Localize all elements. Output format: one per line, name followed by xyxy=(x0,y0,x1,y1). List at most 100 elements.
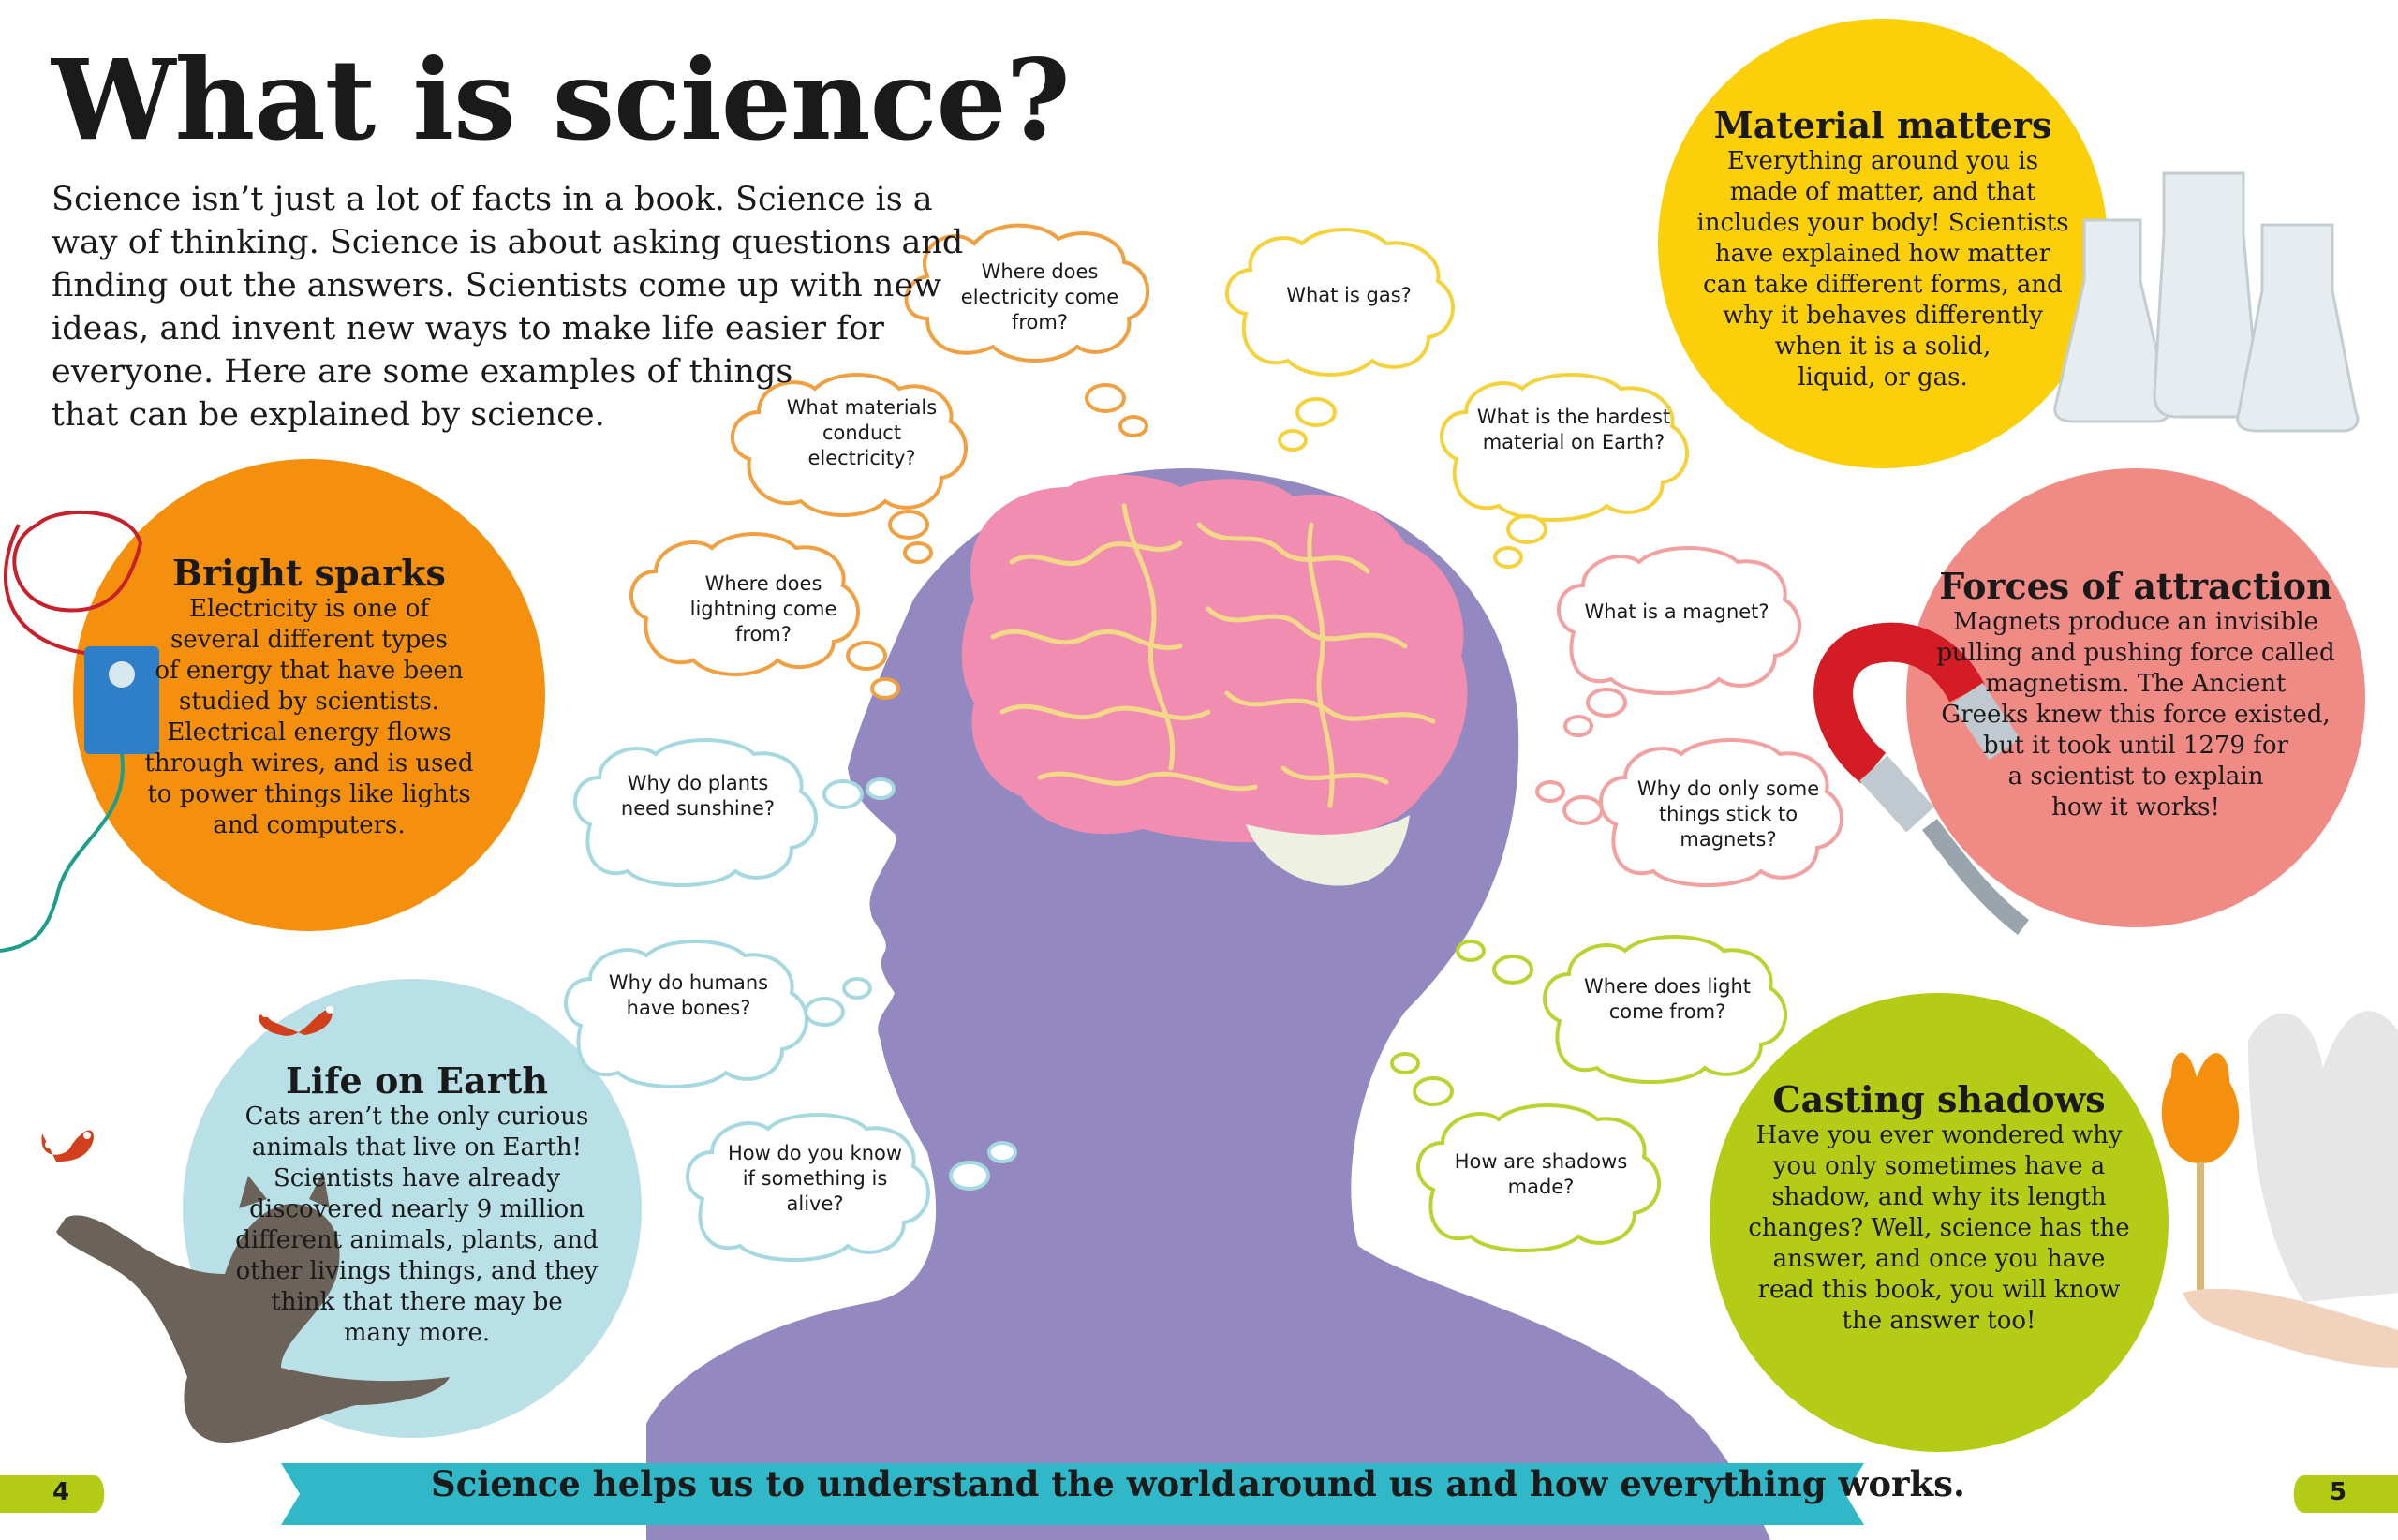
question-line: magnets? xyxy=(1680,828,1777,851)
horseshoe-magnet-icon xyxy=(1813,622,2030,935)
intro-line: Science isn’t just a lot of facts in a b… xyxy=(52,181,933,218)
footer-banner-left: Science helps us to understand the world xyxy=(431,1463,1236,1504)
question-line: things stick to xyxy=(1658,803,1798,825)
question-bubble: What is the hardest material on Earth? xyxy=(1443,405,1705,455)
question-line: have bones? xyxy=(626,997,751,1019)
question-bubble: What materials conduct electricity? xyxy=(749,395,974,471)
forces-of-attraction-title: Forces of attraction xyxy=(1939,565,2332,607)
body-line: several different types xyxy=(170,626,448,654)
question-line: Why do humans xyxy=(608,971,769,994)
body-line: Electrical energy flows xyxy=(167,718,451,747)
brain-illustration xyxy=(961,474,1468,886)
question-line: How do you know xyxy=(727,1142,903,1164)
body-line: other livings things, and they xyxy=(235,1257,599,1285)
intro-line: everyone. Here are some examples of thin… xyxy=(52,353,793,391)
casting-shadows-text: Casting shadows Have you ever wondered w… xyxy=(1742,1079,2136,1337)
body-line: to power things like lights xyxy=(147,780,471,808)
page-tab-right-shape xyxy=(2293,1475,2398,1513)
body-line: Greeks knew this force existed, xyxy=(1941,701,2331,729)
footer-banner-shape xyxy=(281,1463,1864,1525)
footer-banner-right: around us and how everything works. xyxy=(1238,1463,1965,1504)
question-line: What is a magnet? xyxy=(1584,600,1769,623)
body-line: Have you ever wondered why xyxy=(1755,1121,2123,1149)
question-line: What is the hardest xyxy=(1476,406,1671,428)
question-line: What is gas? xyxy=(1286,284,1412,306)
body-line: made of matter, and that xyxy=(1729,178,2036,206)
circuit-kit-icon xyxy=(0,510,159,953)
forces-of-attraction-text: Forces of attraction Magnets produce an … xyxy=(1930,566,2342,823)
body-line: Everything around you is xyxy=(1726,147,2039,175)
body-line: have explained how matter xyxy=(1714,240,2051,268)
material-matters-text: Material matters Everything around you i… xyxy=(1695,105,2070,393)
question-line: if something is xyxy=(742,1167,888,1190)
question-line: alive? xyxy=(786,1192,844,1215)
body-line: studied by scientists. xyxy=(179,688,439,716)
body-line: animals that live on Earth! xyxy=(251,1133,583,1162)
forces-of-attraction-body: Magnets produce an invisible pulling and… xyxy=(1930,607,2342,823)
question-bubble: How do you know if something is alive? xyxy=(698,1141,932,1217)
body-line: a scientist to explain xyxy=(2007,763,2264,791)
head-silhouette xyxy=(646,468,1770,1540)
question-bubble: Where does lightning come from? xyxy=(637,571,890,647)
butterfly-icon-2 xyxy=(41,1130,94,1162)
bright-sparks-body: Electricity is one of several different … xyxy=(122,594,496,841)
question-bubble: Why do plants need sunshine? xyxy=(581,771,815,822)
body-line: you only sometimes have a xyxy=(1772,1152,2106,1180)
question-line: from? xyxy=(734,623,792,645)
question-line: made? xyxy=(1507,1176,1575,1198)
butterfly-icon xyxy=(259,1006,333,1036)
casting-shadows-title: Casting shadows xyxy=(1772,1078,2106,1120)
question-line: from? xyxy=(1011,311,1069,333)
body-line: think that there may be xyxy=(271,1288,563,1316)
body-line: read this book, you will know xyxy=(1757,1276,2121,1304)
intro-line: way of thinking. Science is about asking… xyxy=(52,224,964,261)
question-line: How are shadows xyxy=(1454,1150,1628,1173)
body-line: through wires, and is used xyxy=(144,749,474,777)
question-bubble: Where does light come from? xyxy=(1555,974,1780,1025)
body-line: pulling and pushing force called xyxy=(1936,639,2335,667)
question-line: What materials xyxy=(786,396,938,419)
question-line: lightning come xyxy=(689,598,837,620)
intro-line: that can be explained by science. xyxy=(52,396,605,434)
question-line: Where does xyxy=(981,260,1099,283)
body-line: why it behaves differently xyxy=(1723,302,2043,330)
question-line: electricity come xyxy=(960,286,1119,308)
body-line: Magnets produce an invisible xyxy=(1953,608,2318,636)
question-line: need sunshine? xyxy=(620,797,776,820)
question-bubble: How are shadows made? xyxy=(1428,1149,1653,1200)
intro-paragraph: Science isn’t just a lot of facts in a b… xyxy=(52,178,964,437)
material-matters-body: Everything around you is made of matter,… xyxy=(1695,146,2070,393)
casting-shadows-body: Have you ever wondered why you only some… xyxy=(1742,1120,2136,1337)
question-bubble: Where does electricity come from? xyxy=(927,259,1152,335)
body-line: discovered nearly 9 million xyxy=(249,1195,585,1223)
material-matters-title: Material matters xyxy=(1713,104,2052,146)
bright-sparks-title: Bright sparks xyxy=(172,552,446,594)
body-line: many more. xyxy=(343,1319,491,1347)
question-line: Why do only some xyxy=(1636,777,1820,800)
question-bubble: Why do only some things stick to magnets… xyxy=(1611,777,1845,852)
intro-line: finding out the answers. Scientists come… xyxy=(52,267,942,304)
life-on-earth-text: Life on Earth Cats aren’t the only curio… xyxy=(229,1060,604,1349)
question-line: electricity? xyxy=(807,447,916,469)
body-line: liquid, or gas. xyxy=(1798,363,1968,392)
body-line: answer, and once you have xyxy=(1772,1245,2106,1273)
body-line: can take different forms, and xyxy=(1703,271,2063,299)
question-line: Why do plants xyxy=(627,772,769,794)
question-line: material on Earth? xyxy=(1482,431,1665,453)
flasks-illustration xyxy=(2053,171,2360,433)
bright-sparks-text: Bright sparks Electricity is one of seve… xyxy=(122,553,496,841)
body-line: different animals, plants, and xyxy=(235,1226,599,1254)
body-line: and computers. xyxy=(213,811,406,839)
body-line: but it took until 1279 for xyxy=(1983,732,2288,760)
question-line: come from? xyxy=(1608,1000,1726,1023)
question-bubble: Why do humans have bones? xyxy=(571,970,806,1021)
question-bubble: What is a magnet? xyxy=(1555,600,1798,625)
bunny-puppet-icon xyxy=(2161,1011,2398,1368)
page-title: What is science? xyxy=(52,35,1071,165)
page-tab-left-shape xyxy=(0,1475,105,1513)
body-line: changes? Well, science has the xyxy=(1748,1214,2130,1242)
kitten-illustration xyxy=(56,1171,450,1443)
question-line: conduct xyxy=(822,422,902,444)
page-number-right: 5 xyxy=(2330,1478,2347,1506)
